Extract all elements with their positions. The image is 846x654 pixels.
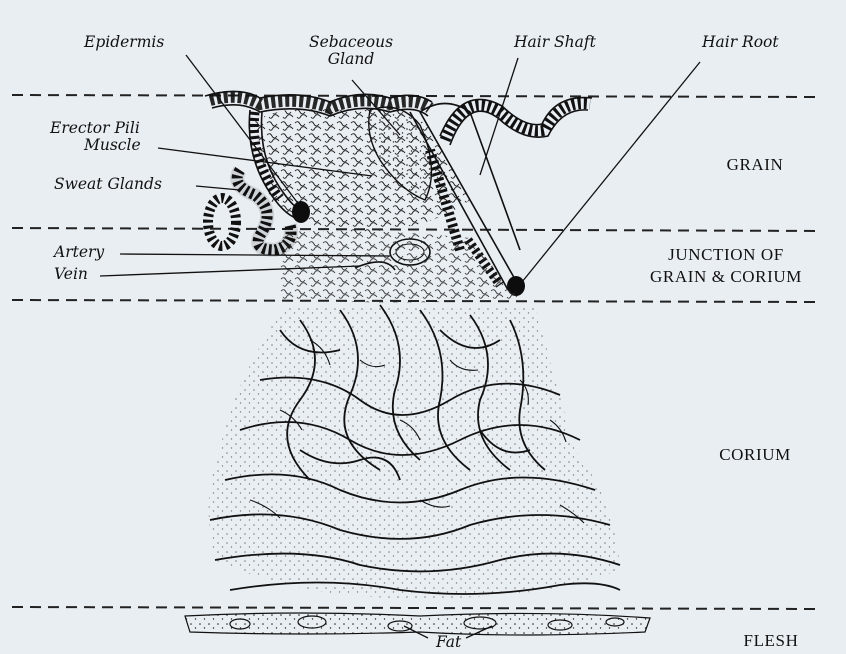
label-hair-root: Hair Root bbox=[702, 34, 779, 51]
label-vein: Vein bbox=[54, 266, 88, 283]
zone-label-flesh: FLESH bbox=[716, 630, 826, 652]
zone-label-corium: CORIUM bbox=[700, 444, 810, 466]
epidermis-root-bulb bbox=[292, 201, 310, 223]
zone-label-junction-line-1: JUNCTION OF bbox=[636, 244, 816, 266]
corium-fibre-network bbox=[209, 305, 620, 598]
label-sebaceous-gland-line-2: Gland bbox=[290, 51, 412, 68]
zone-label-junction-line-2: GRAIN & CORIUM bbox=[636, 266, 816, 288]
divider-grain-junction bbox=[12, 228, 822, 231]
label-hair-shaft: Hair Shaft bbox=[514, 34, 596, 51]
label-artery: Artery bbox=[54, 244, 104, 261]
label-sweat-glands: Sweat Glands bbox=[54, 176, 162, 193]
label-fat: Fat bbox=[436, 634, 461, 651]
label-erector-pili-line-1: Erector Pili bbox=[50, 120, 141, 137]
label-sebaceous-gland-line-1: Sebaceous bbox=[290, 34, 412, 51]
junction-fibres bbox=[280, 231, 520, 303]
zone-label-junction: JUNCTION OF GRAIN & CORIUM bbox=[636, 244, 816, 288]
zone-label-grain: GRAIN bbox=[700, 154, 810, 176]
label-sebaceous-gland: Sebaceous Gland bbox=[290, 34, 412, 68]
divider-corium-flesh bbox=[12, 607, 822, 609]
fat-layer bbox=[185, 613, 650, 635]
label-erector-pili-line-2: Muscle bbox=[50, 137, 141, 154]
label-epidermis: Epidermis bbox=[84, 34, 164, 51]
label-erector-pili-muscle: Erector Pili Muscle bbox=[50, 120, 141, 154]
